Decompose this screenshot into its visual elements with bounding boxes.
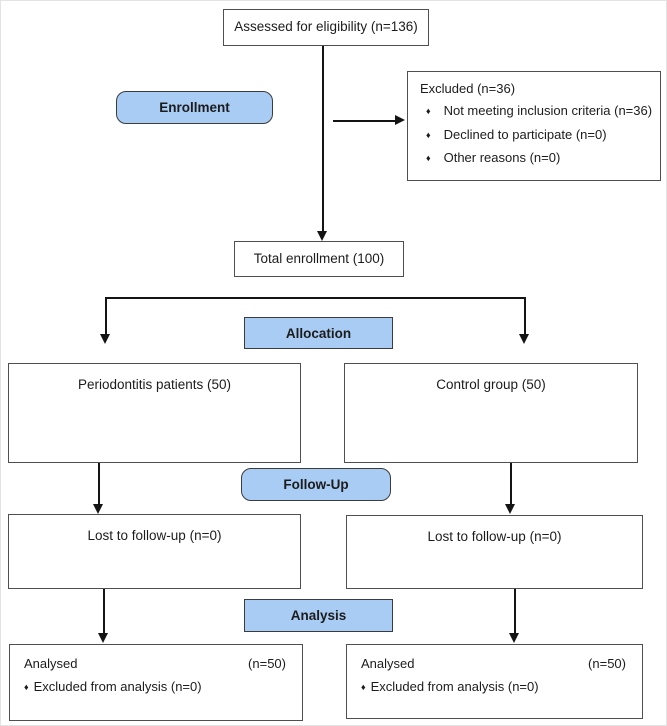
analysed-right-title: Analysed bbox=[361, 656, 415, 671]
arrow-line-left-to-followup bbox=[98, 463, 100, 506]
arrowhead-down-total-icon bbox=[317, 231, 327, 241]
analysed-right-count: (n=50) bbox=[588, 656, 626, 671]
excluded-title: Excluded (n=36) bbox=[420, 81, 516, 96]
assessed-eligibility-label: Assessed for eligibility (n=136) bbox=[234, 19, 418, 35]
stage-enrollment-label: Enrollment bbox=[159, 100, 230, 115]
lost-followup-right-label: Lost to follow-up (n=0) bbox=[427, 529, 562, 544]
stage-analysis: Analysis bbox=[244, 599, 393, 632]
excluded-item-text: Other reasons (n=0) bbox=[443, 149, 561, 165]
total-enrollment-label: Total enrollment (100) bbox=[253, 250, 385, 266]
control-group-box: Control group (50) bbox=[344, 363, 638, 463]
analysed-left-box: Analysed (n=50) ♦ Excluded from analysis… bbox=[9, 644, 303, 721]
analysed-left-title: Analysed bbox=[24, 656, 78, 671]
analysed-left-header: Analysed (n=50) bbox=[24, 656, 286, 672]
lost-followup-left-box: Lost to follow-up (n=0) bbox=[8, 514, 301, 589]
arrowhead-down-left-analysis-icon bbox=[98, 633, 108, 643]
lost-followup-right-box: Lost to follow-up (n=0) bbox=[346, 515, 643, 589]
branch-line-left bbox=[105, 297, 107, 335]
arrow-line-left-to-analysis bbox=[103, 589, 105, 634]
periodontitis-patients-label: Periodontitis patients (50) bbox=[77, 377, 232, 392]
arrowhead-down-right-analysis-icon bbox=[509, 633, 519, 643]
stage-analysis-label: Analysis bbox=[290, 608, 347, 623]
diamond-bullet-icon: ♦ bbox=[426, 129, 431, 140]
arrow-line-right-to-analysis bbox=[514, 589, 516, 634]
stage-enrollment: Enrollment bbox=[116, 91, 273, 124]
excluded-box: Excluded (n=36) ♦ Not meeting inclusion … bbox=[407, 71, 661, 181]
analysed-left-item-text: Excluded from analysis (n=0) bbox=[33, 679, 202, 695]
branch-line-right bbox=[524, 297, 526, 335]
stage-allocation: Allocation bbox=[244, 317, 393, 349]
stage-allocation-label: Allocation bbox=[285, 325, 352, 341]
analysed-right-box: Analysed (n=50) ♦ Excluded from analysis… bbox=[346, 644, 643, 719]
diamond-bullet-icon: ♦ bbox=[426, 106, 431, 117]
total-enrollment-box: Total enrollment (100) bbox=[234, 241, 404, 277]
control-group-label: Control group (50) bbox=[436, 377, 546, 392]
arrow-line-right-to-followup bbox=[510, 463, 512, 506]
diamond-bullet-icon: ♦ bbox=[361, 682, 366, 693]
arrow-line-to-excluded bbox=[333, 120, 395, 122]
arrow-line-assessed-to-total bbox=[322, 46, 324, 232]
excluded-item-text: Not meeting inclusion criteria (n=36) bbox=[443, 103, 653, 119]
periodontitis-patients-box: Periodontitis patients (50) bbox=[8, 363, 301, 463]
analysed-right-header: Analysed (n=50) bbox=[361, 656, 626, 672]
analysed-left-item: ♦ Excluded from analysis (n=0) bbox=[24, 679, 286, 695]
stage-followup: Follow-Up bbox=[241, 468, 391, 501]
lost-followup-left-label: Lost to follow-up (n=0) bbox=[87, 528, 222, 543]
diamond-bullet-icon: ♦ bbox=[426, 152, 431, 163]
arrowhead-down-left-followup-icon bbox=[93, 504, 103, 514]
branch-line-horizontal bbox=[106, 297, 525, 299]
excluded-item: ♦ Not meeting inclusion criteria (n=36) bbox=[426, 103, 654, 119]
excluded-item: ♦ Declined to participate (n=0) bbox=[426, 127, 654, 143]
analysed-right-item-text: Excluded from analysis (n=0) bbox=[370, 679, 539, 695]
arrowhead-right-excluded-icon bbox=[395, 115, 405, 125]
assessed-eligibility-box: Assessed for eligibility (n=136) bbox=[223, 9, 429, 46]
arrowhead-down-right-followup-icon bbox=[505, 504, 515, 514]
analysed-right-item: ♦ Excluded from analysis (n=0) bbox=[361, 679, 626, 695]
excluded-item-text: Declined to participate (n=0) bbox=[443, 126, 607, 142]
analysed-left-count: (n=50) bbox=[248, 656, 286, 671]
stage-followup-label: Follow-Up bbox=[283, 477, 349, 492]
arrowhead-down-right-arm-icon bbox=[519, 334, 529, 344]
excluded-item: ♦ Other reasons (n=0) bbox=[426, 150, 654, 166]
arrowhead-down-left-arm-icon bbox=[100, 334, 110, 344]
diamond-bullet-icon: ♦ bbox=[24, 682, 29, 693]
